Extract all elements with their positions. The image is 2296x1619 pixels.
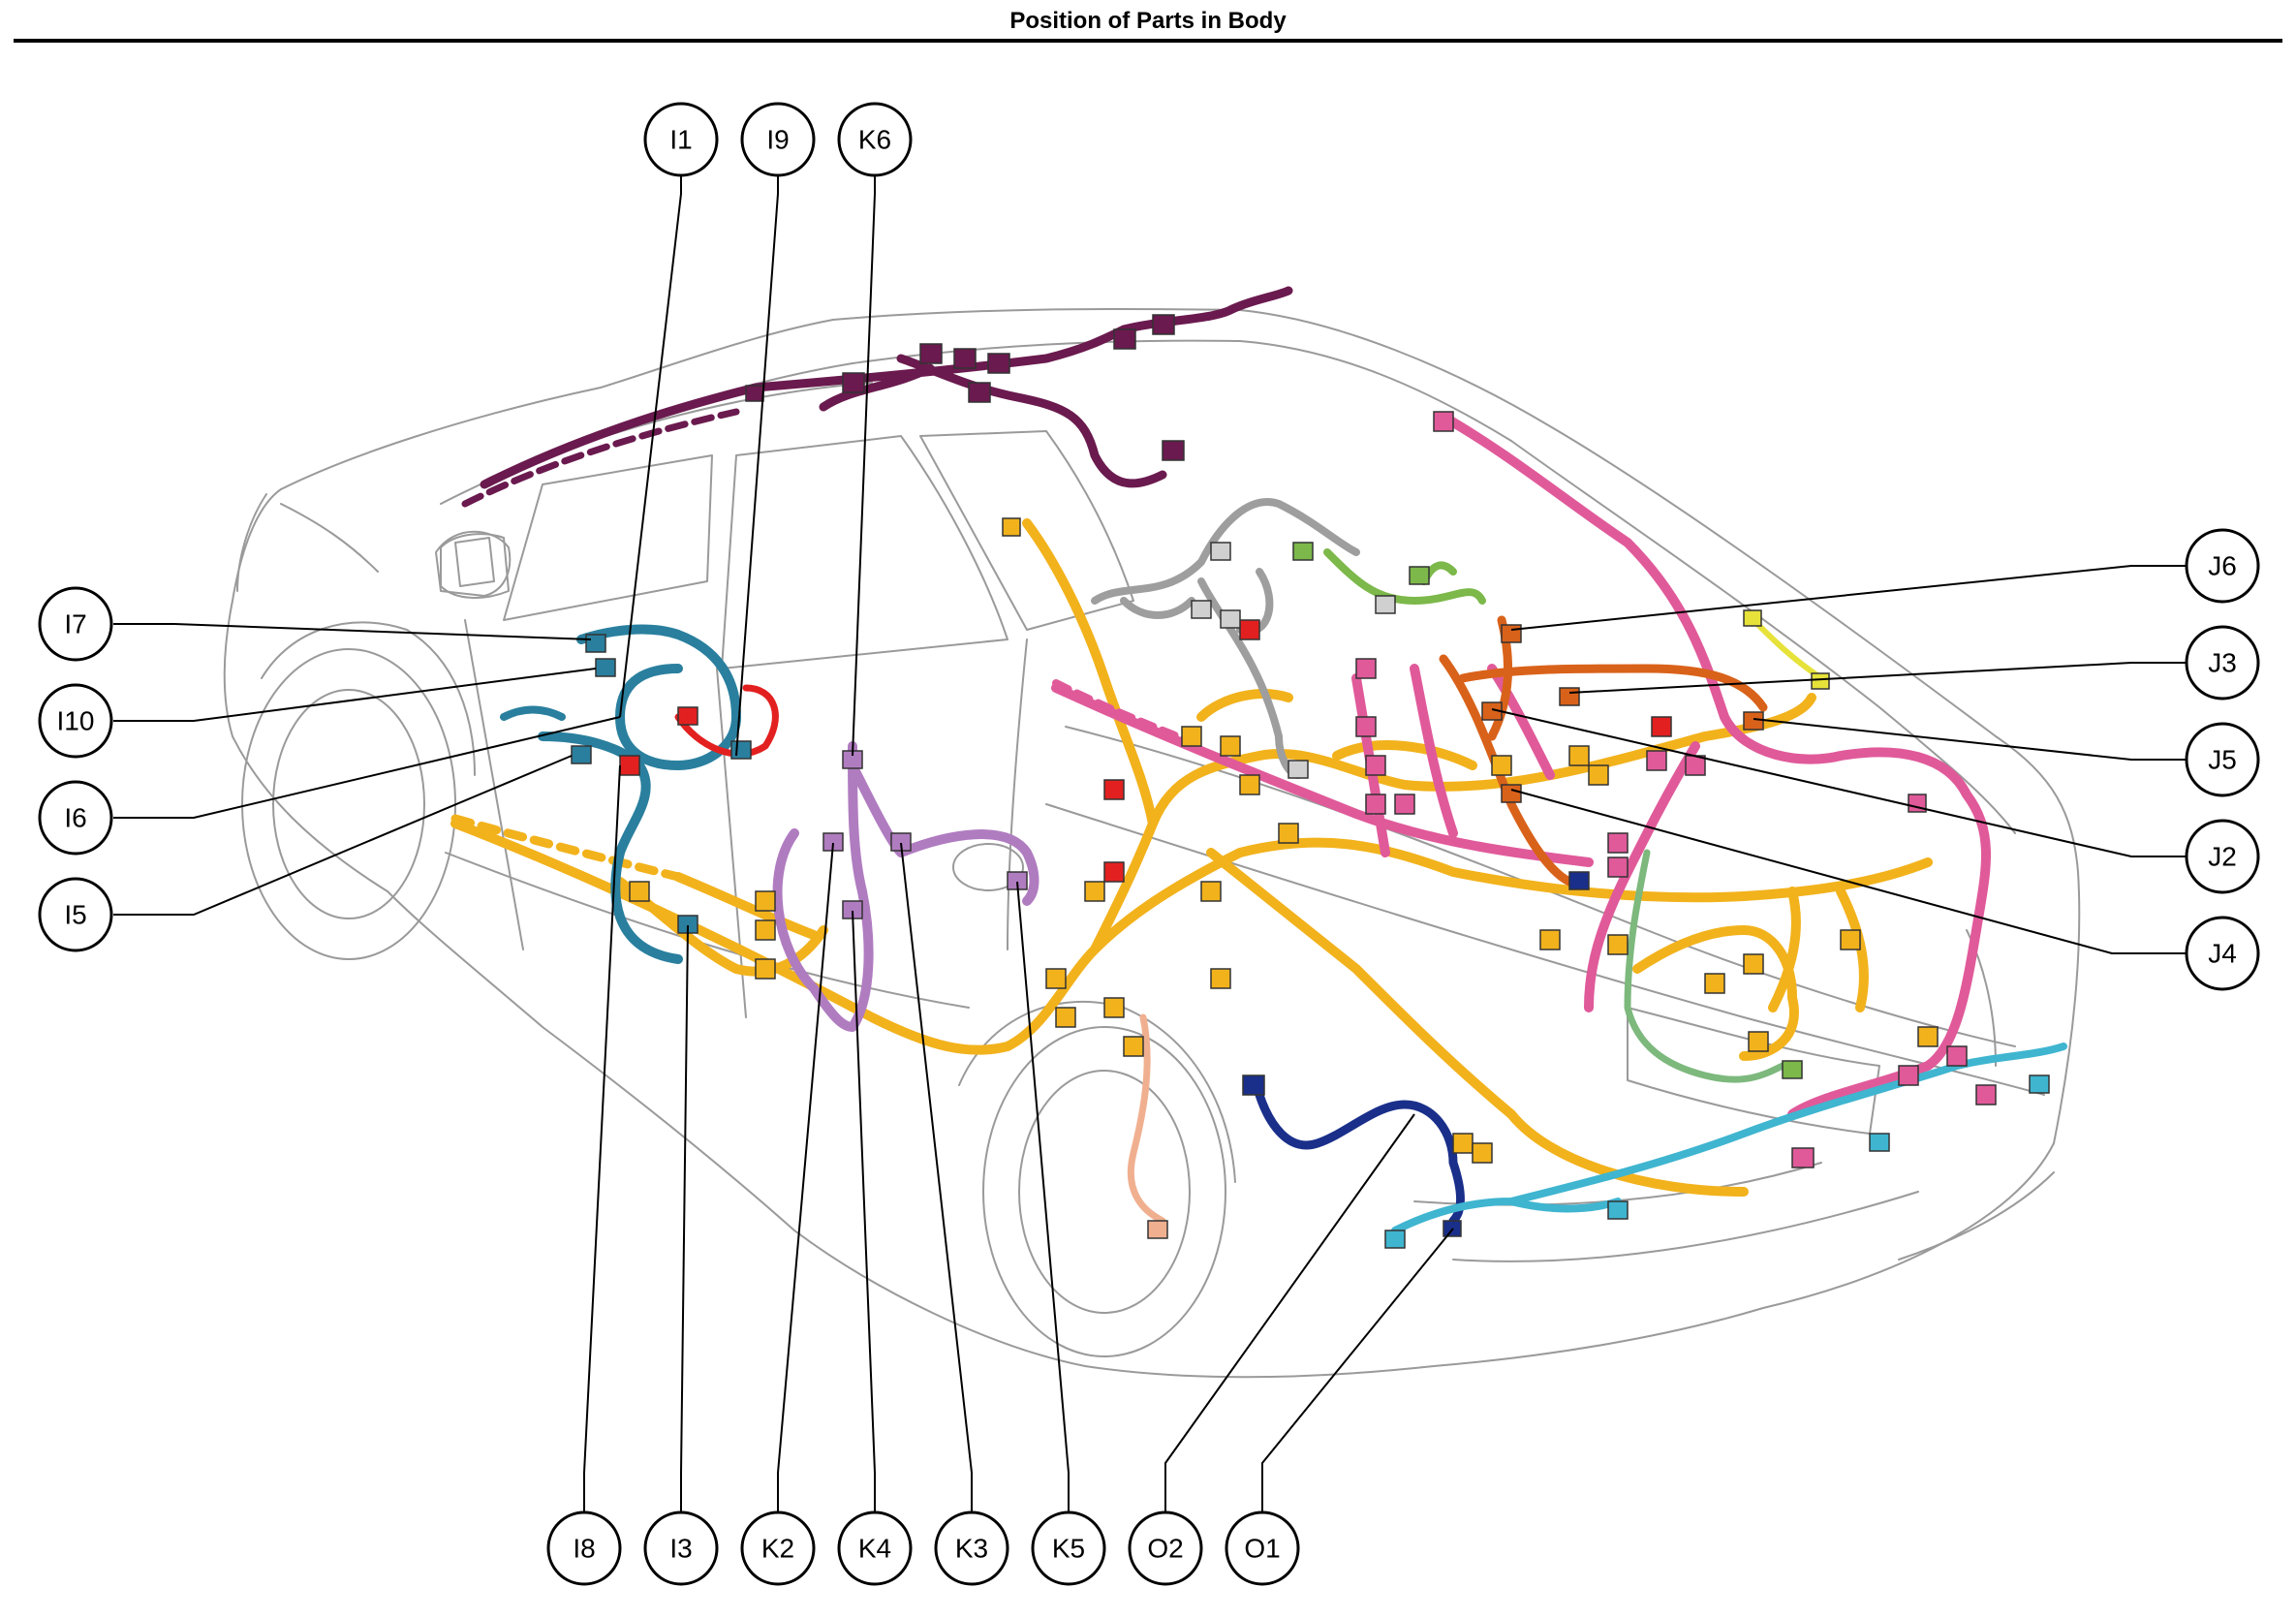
- callout-label: I9: [766, 125, 789, 155]
- callout-K6: K6: [837, 102, 913, 177]
- callout-I7: I7: [38, 586, 113, 662]
- leader-I7: [113, 623, 592, 640]
- callout-I6: I6: [38, 780, 113, 856]
- leader-K5: [1016, 881, 1070, 1511]
- leader-I1: [619, 174, 682, 718]
- callout-label: J4: [2208, 939, 2237, 969]
- callout-J5: J5: [2185, 722, 2260, 797]
- leader-K2: [777, 842, 834, 1511]
- leader-I8: [583, 764, 621, 1511]
- leader-J3: [1568, 662, 2187, 694]
- callout-I9: I9: [740, 102, 816, 177]
- callout-J6: J6: [2185, 528, 2260, 604]
- callout-label: K2: [761, 1534, 794, 1564]
- leader-K4: [852, 910, 876, 1511]
- callout-J2: J2: [2185, 819, 2260, 894]
- callout-label: I10: [57, 706, 95, 736]
- callout-K2: K2: [740, 1510, 816, 1586]
- callout-J4: J4: [2185, 916, 2260, 991]
- floor-harness-yellow: [450, 518, 1933, 1197]
- leader-K6: [852, 174, 876, 757]
- harness-gray: [1091, 498, 1360, 779]
- roof-harness-dash: [461, 408, 740, 508]
- callout-label: J5: [2208, 745, 2237, 775]
- harness-lime: [1751, 617, 1824, 681]
- leader-J5: [1753, 718, 2187, 761]
- title-rule: [14, 39, 2282, 43]
- roof-harness: [480, 286, 1293, 489]
- floor-harness-dashed: [450, 814, 683, 882]
- harness-pink: [1051, 412, 1991, 1119]
- callout-label: I6: [64, 803, 86, 833]
- callout-label: I1: [669, 125, 692, 155]
- callout-K4: K4: [837, 1510, 913, 1586]
- callout-label: J3: [2208, 648, 2237, 678]
- callout-label: I7: [64, 609, 86, 639]
- leader-J2: [1491, 708, 2187, 857]
- callout-label: I3: [669, 1534, 692, 1564]
- leader-J4: [1510, 789, 2187, 954]
- leader-I6: [113, 716, 621, 819]
- callout-I5: I5: [38, 877, 113, 952]
- callout-label: I5: [64, 900, 86, 930]
- harness-green: [1323, 548, 1486, 605]
- callout-I8: I8: [546, 1510, 622, 1586]
- harness-teal-2: [500, 705, 566, 721]
- floor-harness-front: [615, 872, 828, 977]
- leader-O2: [1164, 1113, 1415, 1511]
- callouts: I1 I9 K6 I7 I10 I6 I5 J6: [38, 102, 2260, 1586]
- callout-I3: I3: [643, 1510, 719, 1586]
- callout-label: O1: [1244, 1534, 1280, 1564]
- callout-O2: O2: [1128, 1510, 1203, 1586]
- leader-I5: [113, 755, 573, 916]
- callout-O1: O1: [1225, 1510, 1300, 1586]
- callout-leaders: [113, 174, 2187, 1511]
- leader-K3: [900, 842, 973, 1511]
- leader-O1: [1261, 1228, 1454, 1511]
- harness-lilac: [772, 741, 1039, 1032]
- leader-I10: [113, 668, 597, 722]
- callout-label: I8: [573, 1534, 595, 1564]
- callout-label: K3: [955, 1534, 988, 1564]
- callout-label: K4: [858, 1534, 891, 1564]
- leader-I3: [680, 924, 689, 1511]
- harness-red-loop: [674, 684, 779, 758]
- callout-label: K5: [1052, 1534, 1085, 1564]
- leader-I9: [735, 174, 779, 757]
- callout-label: O2: [1147, 1534, 1183, 1564]
- callout-I10: I10: [38, 683, 113, 759]
- callout-K5: K5: [1031, 1510, 1106, 1586]
- leader-J6: [1510, 565, 2187, 631]
- callout-label: K6: [858, 125, 891, 155]
- harness-sage: [1624, 849, 1786, 1083]
- harness-navy: [1255, 1090, 1465, 1226]
- callout-J3: J3: [2185, 625, 2260, 701]
- callout-I1: I1: [643, 102, 719, 177]
- harness-teal: [538, 624, 741, 964]
- harness-peach: [1127, 1013, 1166, 1225]
- harness-orange: [1439, 615, 1768, 887]
- page-title: Position of Parts in Body: [1009, 8, 1287, 34]
- callout-K3: K3: [934, 1510, 1009, 1586]
- callout-label: J2: [2208, 842, 2237, 872]
- callout-label: J6: [2208, 551, 2237, 581]
